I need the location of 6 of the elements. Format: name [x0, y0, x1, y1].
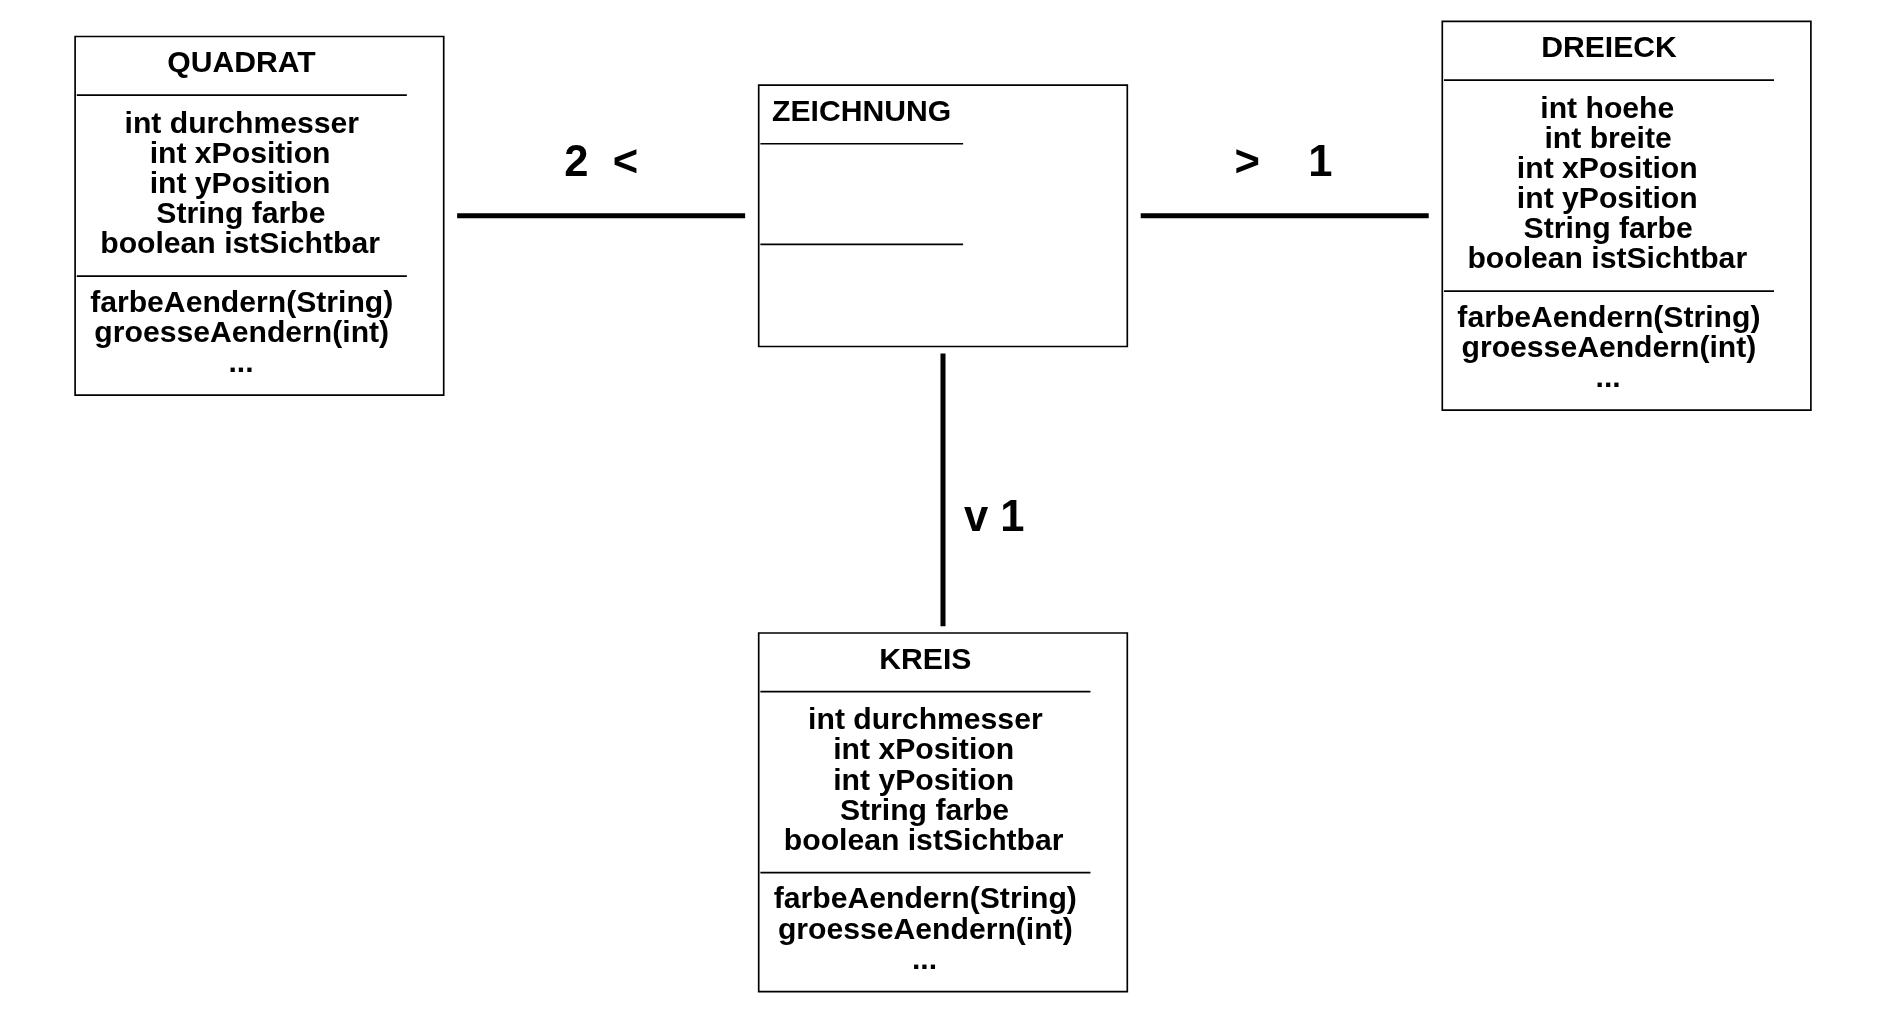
edge-label: 2 <	[564, 137, 639, 186]
connector	[1140, 213, 1429, 219]
connector	[457, 213, 746, 219]
edge-label: v 1	[963, 492, 1025, 541]
connector	[940, 353, 946, 627]
edge-label: > 1	[1234, 137, 1333, 186]
